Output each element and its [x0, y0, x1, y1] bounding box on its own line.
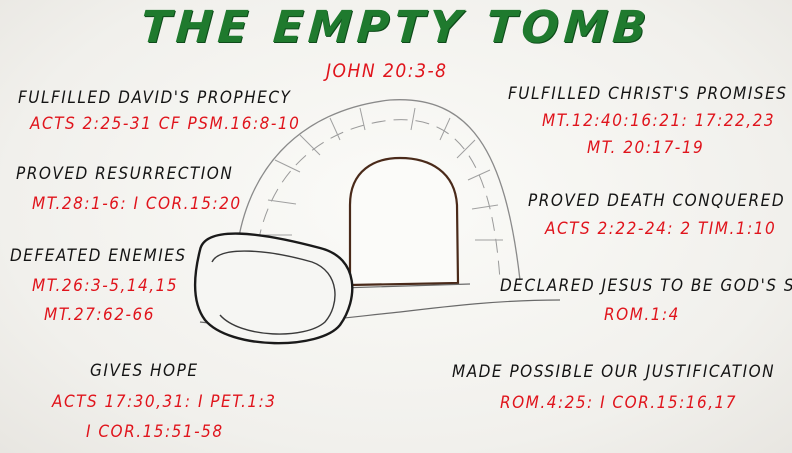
left-heading-3: DEFEATED ENEMIES [10, 246, 187, 266]
left-ref-4b: I COR.15:51-58 [86, 422, 224, 442]
right-ref-3a: ROM.1:4 [604, 305, 680, 325]
rolled-stone-inner [211, 250, 336, 335]
right-ref-2a: ACTS 2:22-24: 2 TIM.1:10 [545, 219, 777, 239]
right-heading-1: FULFILLED CHRIST'S PROMISES [508, 84, 788, 104]
right-ref-4a: ROM.4:25: I COR.15:16,17 [500, 393, 738, 413]
right-heading-4: MADE POSSIBLE OUR JUSTIFICATION [452, 362, 776, 382]
tomb-doorway [348, 156, 460, 287]
left-ref-3b: MT.27:62-66 [44, 305, 155, 325]
left-ref-3a: MT.26:3-5,14,15 [32, 276, 179, 296]
left-heading-2: PROVED RESURRECTION [16, 164, 234, 184]
left-ref-2a: MT.28:1-6: I COR.15:20 [32, 194, 242, 214]
left-ref-4a: ACTS 17:30,31: I PET.1:3 [52, 392, 277, 412]
rolled-stone [193, 232, 354, 345]
page-title: THE EMPTY TOMB [139, 2, 653, 53]
left-ref-1a: ACTS 2:25-31 cf PSM.16:8-10 [30, 114, 301, 134]
tomb-stone-lines [262, 107, 503, 241]
tomb-mound-outline [234, 99, 521, 281]
subtitle-reference: JOHN 20:3-8 [326, 60, 448, 82]
right-ref-1a: MT.12:40:16:21: 17:22,23 [542, 111, 776, 131]
tomb-mound-inner [254, 119, 501, 281]
right-heading-3: DECLARED JESUS TO BE GOD'S SON [500, 276, 792, 296]
right-heading-2: PROVED DEATH CONQUERED [528, 191, 786, 211]
left-heading-1: FULFILLED DAVID'S PROPHECY [18, 88, 292, 108]
left-heading-4: GIVES HOPE [90, 361, 199, 381]
right-ref-1b: MT. 20:17-19 [587, 138, 705, 158]
